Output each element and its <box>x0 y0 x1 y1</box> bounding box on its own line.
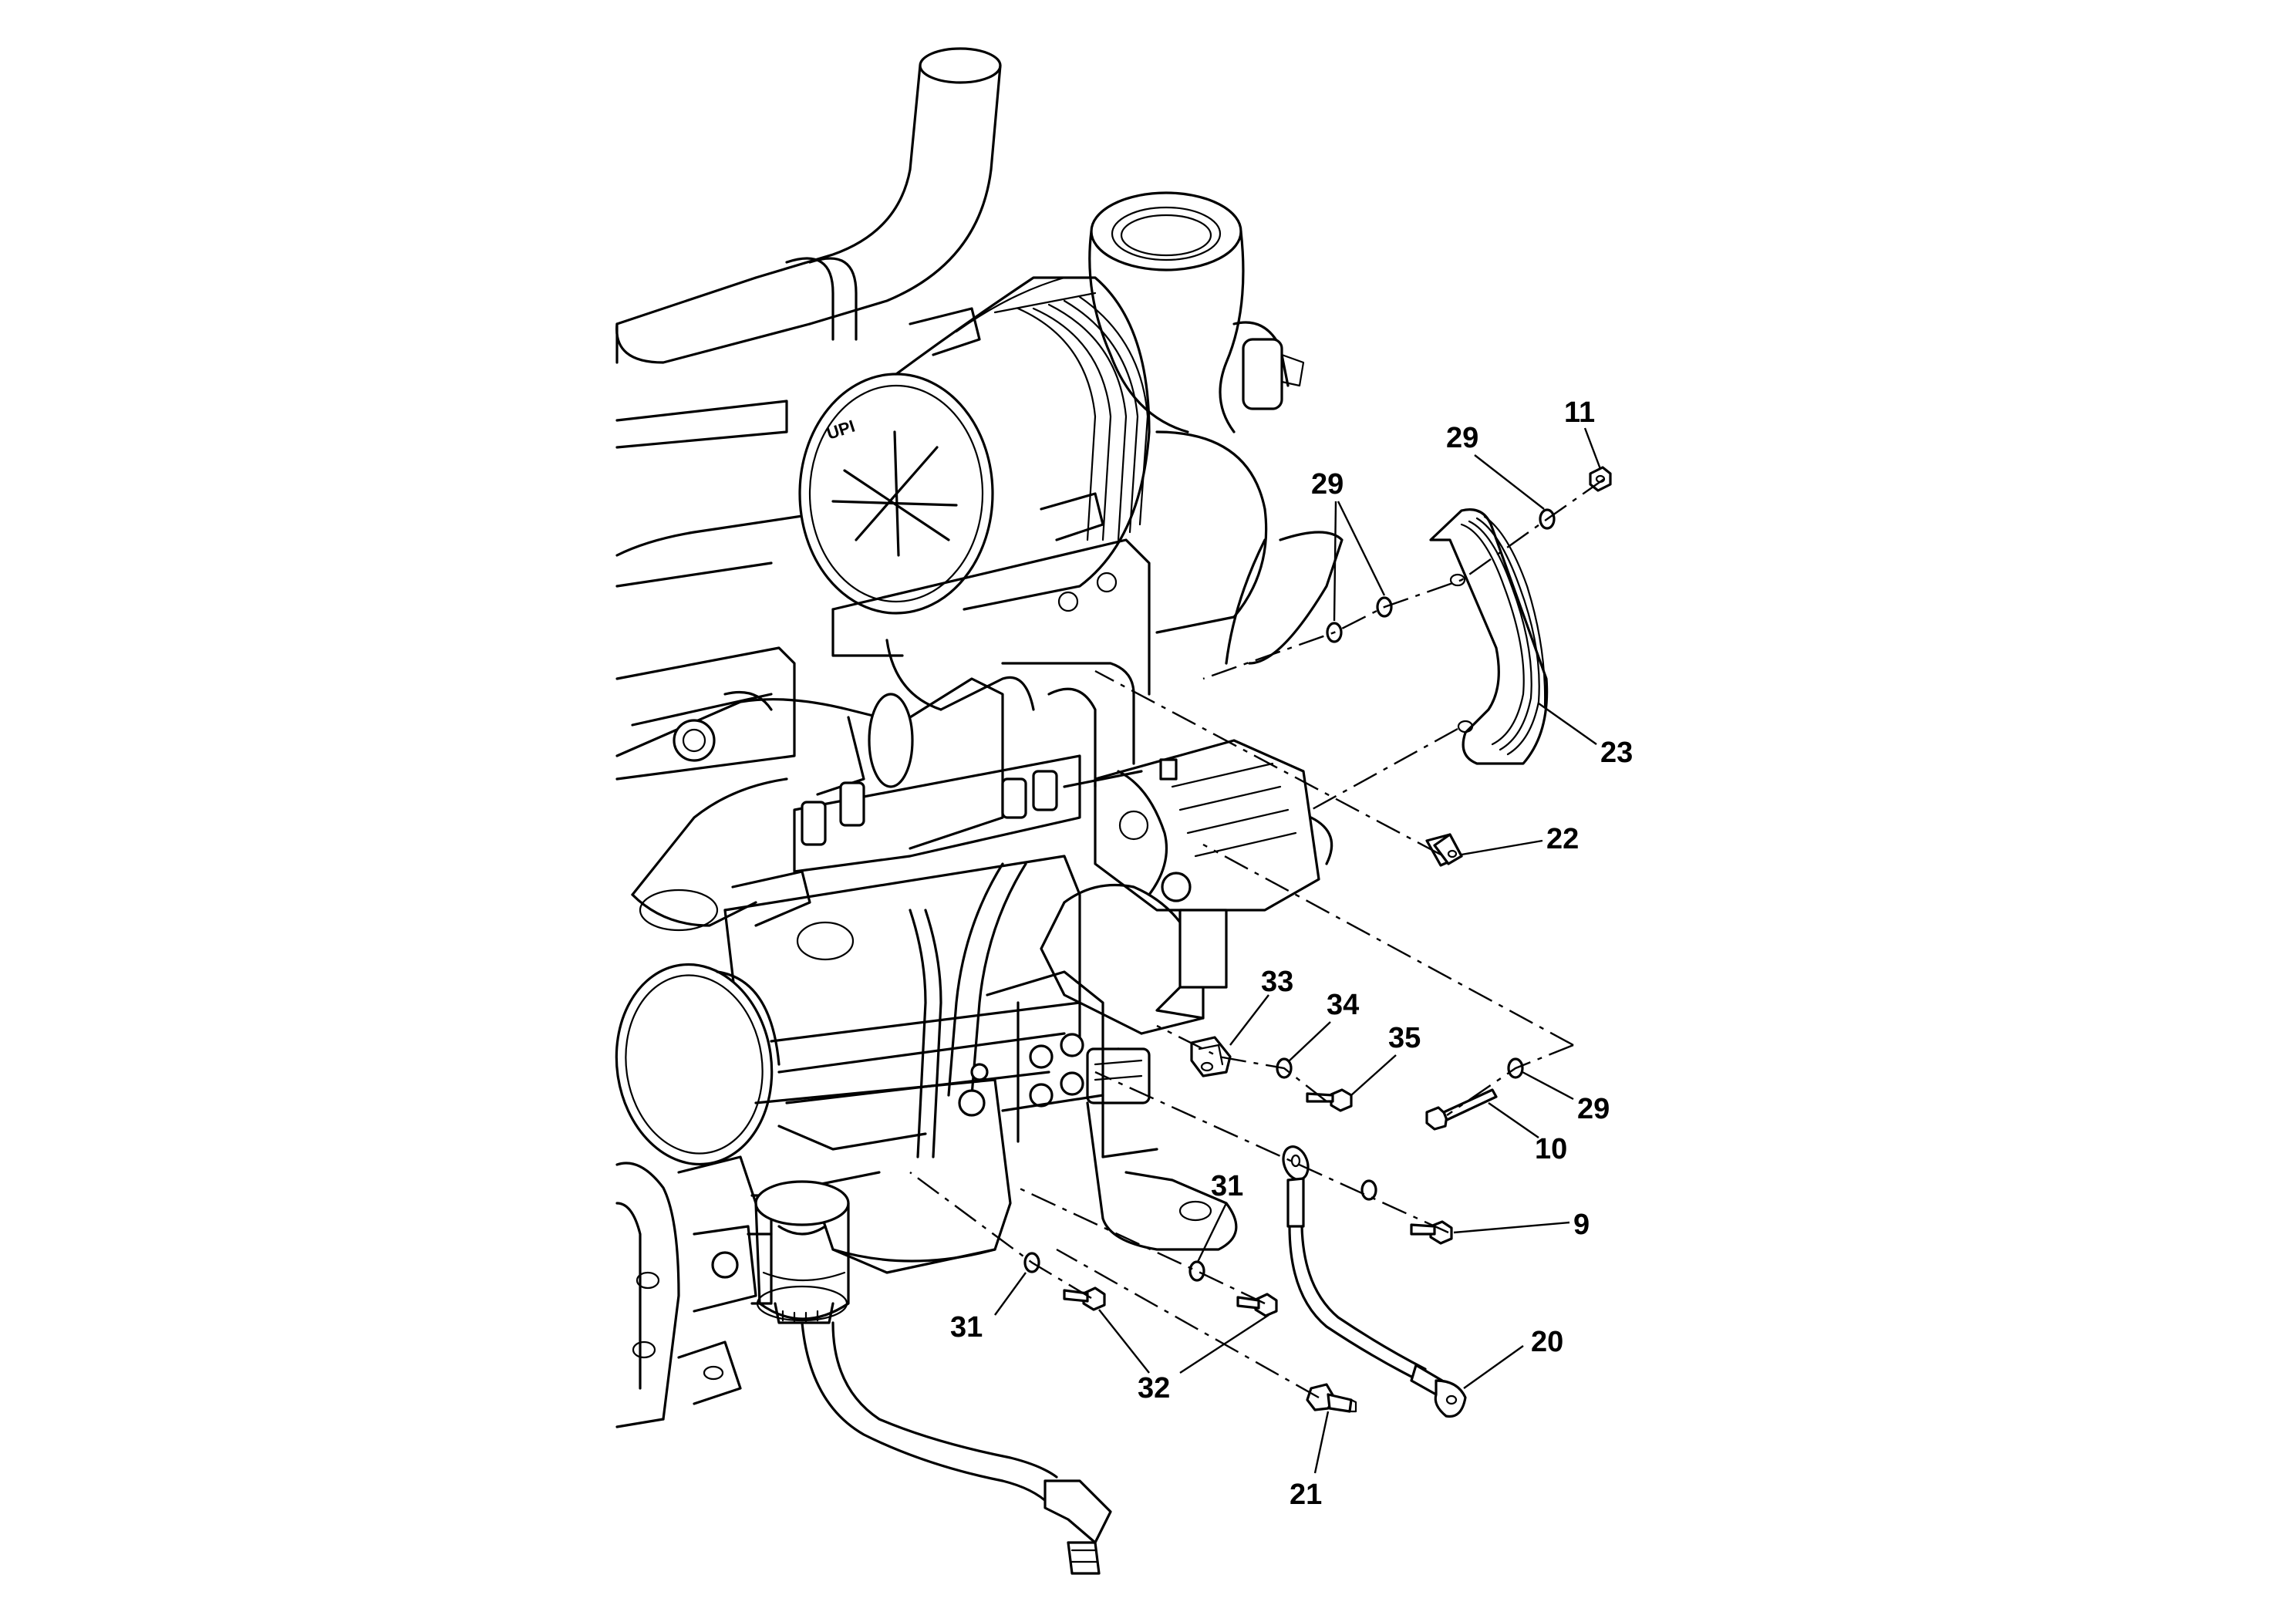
callout-29-lower: 29 <box>1577 1093 1610 1125</box>
callout-labels: 11 29 29 23 22 33 34 35 29 10 31 9 31 32… <box>950 396 1633 1511</box>
washer <box>1188 1260 1205 1282</box>
alternator <box>1094 739 1333 912</box>
callout-31-left: 31 <box>950 1311 983 1344</box>
flywheel-housing <box>615 1155 773 1428</box>
ground-cable <box>1282 1145 1467 1418</box>
callout-29-top: 29 <box>1446 422 1478 454</box>
callout-32: 32 <box>1138 1372 1170 1404</box>
bolt <box>1306 1088 1353 1112</box>
front-cover <box>986 970 1104 1158</box>
long-bolt <box>1425 1088 1498 1131</box>
cylinder-head <box>615 646 1143 788</box>
oil-filter <box>750 1180 850 1324</box>
engine-mount-bracket <box>1086 1101 1238 1251</box>
turbocharger <box>1155 430 1344 665</box>
engine-block <box>723 855 1081 1158</box>
oil-cooler-cover <box>615 963 781 1166</box>
turbo-inlet-elbow <box>1088 191 1305 433</box>
callout-21: 21 <box>1290 1479 1322 1511</box>
callout-10: 10 <box>1535 1133 1567 1165</box>
air-cleaner-bracket <box>831 538 1151 711</box>
bolt <box>1410 1220 1453 1245</box>
callout-31-right: 31 <box>1211 1170 1243 1202</box>
callout-33: 33 <box>1261 966 1293 998</box>
washer <box>1360 1179 1377 1201</box>
air-cleaner: UPI <box>798 276 1151 615</box>
engine-assembly: UPI <box>615 47 1344 1575</box>
heat-shield <box>1429 508 1549 765</box>
cable-clamp <box>1190 1036 1232 1077</box>
manifold-bracket <box>731 754 1081 927</box>
callout-35: 35 <box>1388 1022 1421 1054</box>
callout-leaders <box>994 427 1602 1474</box>
oil-return-hose <box>801 1321 1112 1575</box>
callout-29-upper: 29 <box>1311 468 1344 501</box>
bolt <box>1236 1293 1278 1317</box>
intake-hose <box>615 677 1004 932</box>
callout-20: 20 <box>1531 1326 1563 1358</box>
exploded-parts <box>1023 466 1612 1418</box>
callout-11: 11 <box>1564 396 1595 429</box>
callout-9: 9 <box>1573 1209 1590 1241</box>
callout-23: 23 <box>1600 737 1633 769</box>
exhaust-pipe <box>615 47 1002 364</box>
callout-22: 22 <box>1546 823 1579 855</box>
callout-34: 34 <box>1327 989 1359 1021</box>
spacer <box>1425 833 1463 867</box>
assembly-dashed-lines <box>909 478 1605 1399</box>
intake-pipes <box>615 400 850 588</box>
bolt <box>1063 1286 1106 1311</box>
temperature-sensor <box>1306 1383 1357 1413</box>
